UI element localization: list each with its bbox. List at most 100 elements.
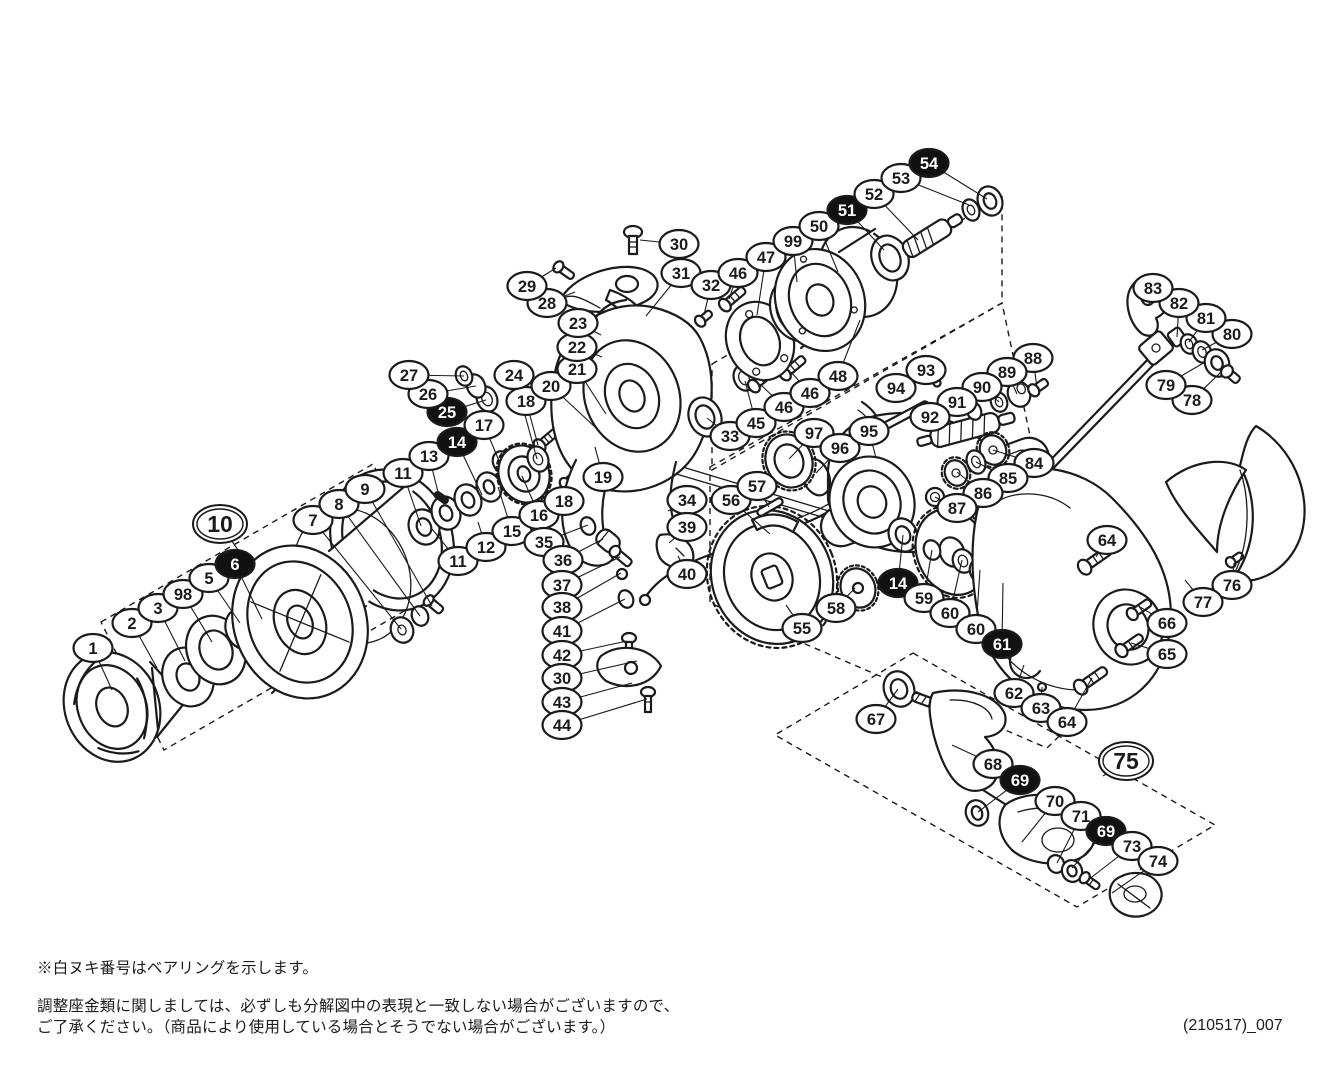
callout-39: 39: [666, 511, 708, 543]
leader-line-7: [312, 519, 402, 630]
callout-number: 30: [670, 236, 688, 254]
callout-number: 91: [948, 394, 966, 412]
callout-22: 22: [556, 331, 598, 363]
callout-40: 40: [666, 558, 708, 590]
callout-number: 38: [553, 599, 571, 617]
callout-number: 51: [838, 202, 856, 220]
callout-number: 34: [678, 492, 697, 510]
callout-number: 43: [553, 694, 571, 712]
callout-79: 79: [1145, 369, 1187, 401]
callout-number: 26: [419, 386, 437, 404]
callout-number: 8: [334, 496, 343, 514]
callout-53: 53: [880, 162, 922, 194]
callout-number: 15: [503, 523, 521, 541]
callout-number: 56: [722, 492, 740, 510]
callout-number: 87: [948, 500, 966, 518]
callout-64: 64: [1046, 706, 1088, 738]
callout-43: 43: [541, 686, 583, 718]
callout-number: 3: [153, 600, 162, 618]
callout-number: 80: [1223, 326, 1241, 344]
callout-number: 11: [394, 465, 411, 483]
callout-number: 77: [1194, 594, 1212, 612]
washer-note-line2: ご了承ください。（商品により使用している場合とそうでない場合がございます。）: [37, 1019, 616, 1036]
callout-number: 92: [921, 409, 939, 427]
callout-83: 83: [1132, 272, 1174, 304]
callout-96: 96: [819, 432, 861, 464]
washer-note-line1: 調整座金類に関しましては、必ずしも分解図中の表現と一致しない場合がございますので…: [37, 998, 680, 1015]
bearing-callout-51: 51: [826, 194, 868, 226]
callout-number: 14: [889, 575, 908, 593]
callout-number: 58: [827, 600, 845, 618]
callout-number: 69: [1011, 772, 1029, 790]
callout-number: 95: [860, 423, 878, 441]
callout-number: 62: [1005, 685, 1023, 703]
callout-number: 9: [360, 481, 369, 499]
bearing-callout-61: 61: [981, 628, 1023, 660]
washer-note: 調整座金類に関しましては、必ずしも分解図中の表現と一致しない場合がございますので…: [37, 996, 679, 1038]
callout-91: 91: [936, 386, 978, 418]
callout-number: 31: [672, 265, 690, 283]
part-drag-knob: [62, 651, 162, 763]
callout-number: 65: [1158, 646, 1176, 664]
callout-76: 76: [1211, 569, 1253, 601]
assembly-callout-10: 10: [192, 504, 248, 544]
callout-number: 12: [477, 539, 495, 557]
callout-number: 46: [801, 385, 819, 403]
callout-number: 64: [1058, 714, 1077, 732]
callout-number: 5: [204, 570, 213, 588]
callout-number: 97: [805, 425, 823, 443]
callout-number: 18: [517, 393, 535, 411]
callout-number: 73: [1123, 838, 1141, 856]
callout-number: 17: [475, 417, 493, 435]
callout-number: 41: [553, 623, 571, 641]
callout-number: 68: [984, 756, 1002, 774]
callout-number: 16: [530, 507, 548, 525]
callout-number: 84: [1025, 455, 1044, 473]
callout-number: 67: [867, 711, 885, 729]
callout-93: 93: [905, 354, 947, 386]
callout-number: 18: [555, 493, 573, 511]
callout-24: 24: [493, 359, 535, 391]
callout-number: 78: [1183, 392, 1201, 410]
bearing-callout-6: 6: [214, 548, 256, 580]
callout-number: 75: [1113, 748, 1139, 774]
callout-number: 50: [810, 218, 828, 236]
callout-number: 61: [993, 636, 1011, 654]
callout-number: 13: [420, 448, 438, 466]
callout-45: 45: [735, 407, 777, 439]
callout-number: 82: [1170, 295, 1188, 313]
callout-18: 18: [543, 485, 585, 517]
callout-number: 57: [748, 478, 766, 496]
callout-number: 19: [594, 469, 612, 487]
callout-number: 76: [1223, 577, 1241, 595]
callout-number: 66: [1158, 615, 1176, 633]
assembly-callout-75: 75: [1098, 741, 1154, 781]
callout-number: 96: [831, 440, 849, 458]
callout-number: 74: [1149, 853, 1168, 871]
callout-number: 46: [729, 265, 747, 283]
callout-number: 24: [505, 367, 524, 385]
callout-37: 37: [541, 569, 583, 601]
callout-number: 1: [88, 640, 97, 658]
callout-number: 14: [448, 434, 467, 452]
callout-52: 52: [853, 178, 895, 210]
leader-line-8: [338, 503, 421, 617]
callout-number: 59: [915, 590, 933, 608]
callout-number: 60: [941, 605, 959, 623]
callout-44: 44: [541, 709, 583, 741]
callout-number: 54: [920, 155, 939, 173]
callout-number: 48: [829, 368, 847, 386]
callout-9: 9: [344, 473, 386, 505]
callout-19: 19: [582, 461, 624, 493]
callout-number: 94: [887, 380, 906, 398]
callout-number: 55: [793, 620, 811, 638]
callout-27: 27: [388, 359, 430, 391]
callout-60: 60: [929, 597, 971, 629]
callout-20: 20: [530, 370, 572, 402]
callout-number: 98: [174, 586, 192, 604]
callout-57: 57: [736, 470, 778, 502]
callout-67: 67: [855, 703, 897, 735]
callout-number: 88: [1024, 350, 1042, 368]
